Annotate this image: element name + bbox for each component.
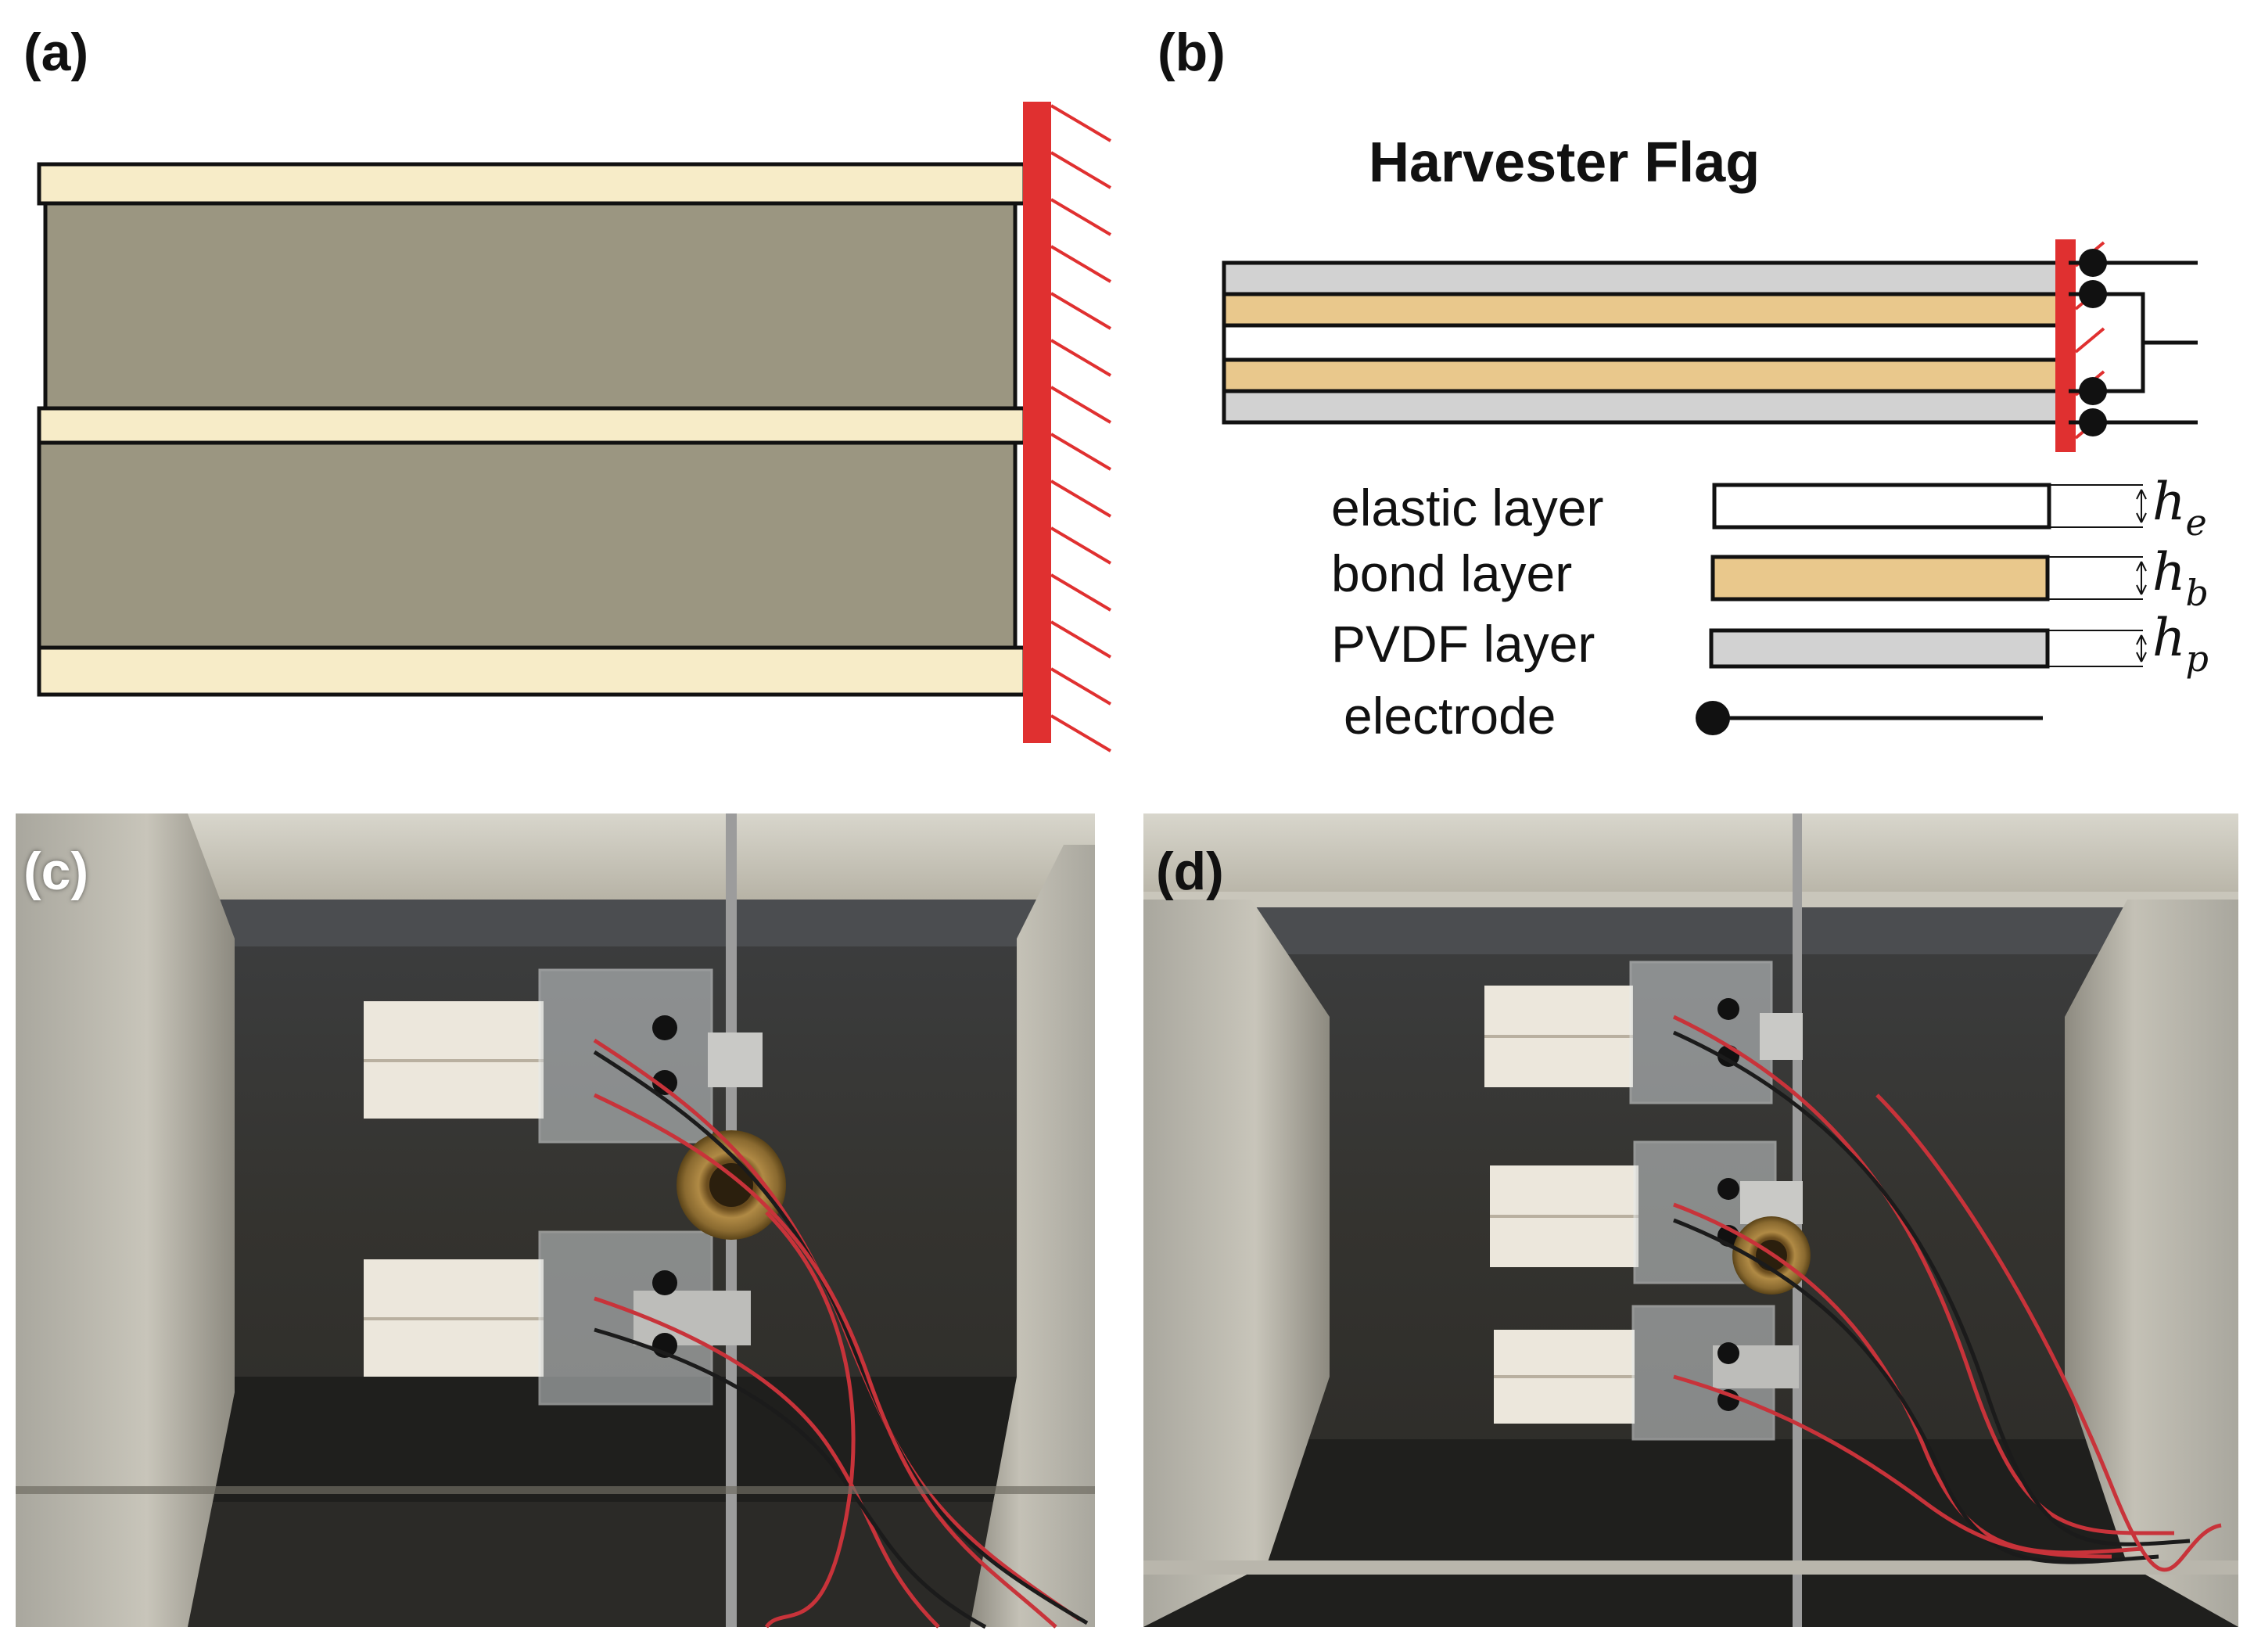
legend-symbol-bond: hb [2152, 542, 2209, 614]
elastic-layer [1222, 323, 2071, 362]
olive-layer-top [43, 201, 1018, 411]
bond-layer-top [1222, 292, 2071, 328]
panel-d-label: (d) [1156, 842, 1224, 901]
panel-b-label: (b) [1158, 23, 1226, 82]
electrode-dots [2079, 249, 2107, 436]
legend-label-electrode: electrode [1344, 687, 1556, 745]
tank-wall-left-d [1143, 900, 1330, 1627]
flag-clamp [2055, 239, 2076, 452]
cream-layer-top [37, 162, 1027, 206]
panel-c-photo [16, 813, 1095, 1629]
legend-label-bond: bond layer [1331, 544, 1572, 602]
panel-c-label: (c) [23, 842, 89, 901]
wires-d [1672, 1015, 2222, 1572]
pvdf-layer-bottom [1222, 389, 2071, 425]
electrode-dot-4 [2079, 408, 2107, 436]
cream-layer-bottom [37, 645, 1027, 697]
legend-dim-pvdf [2048, 630, 2147, 667]
panel-d-photo [1143, 813, 2238, 1627]
cream-layer-middle [37, 406, 1027, 445]
legend-symbol-elastic: he [2152, 472, 2207, 544]
legend-swatch-elastic [1712, 483, 2051, 530]
wires-c [593, 1038, 1089, 1629]
clamp-wall [1023, 102, 1051, 743]
clamp-hatching [1050, 104, 1112, 752]
panel-b-diagram: Harvester Flag [1222, 131, 2209, 745]
legend-swatch-bond [1710, 555, 2050, 602]
legend: elastic layer he bond layer hb [1331, 472, 2209, 745]
harvester-flag-title: Harvester Flag [1369, 131, 1760, 194]
legend-swatch-pvdf [1709, 628, 2050, 669]
tank-wall-right [970, 845, 1095, 1627]
legend-label-elastic: elastic layer [1331, 479, 1603, 537]
pvdf-layer-top [1222, 260, 2071, 296]
legend-symbol-pvdf: hp [2152, 608, 2209, 680]
tank-wall-right-d [2065, 900, 2238, 1627]
panel-a-diagram [37, 102, 1112, 752]
tank-rail-d [1143, 1560, 2238, 1575]
olive-layer-bottom [37, 440, 1018, 650]
tank-wall-left [16, 813, 235, 1627]
legend-label-pvdf: PVDF layer [1331, 615, 1595, 673]
legend-dim-elastic [2049, 484, 2147, 528]
bond-layer-bottom [1222, 357, 2071, 393]
electrode-dot-3 [2079, 377, 2107, 405]
panel-a-label: (a) [23, 23, 89, 82]
electrode-dot-2 [2079, 280, 2107, 308]
legend-dim-bond [2048, 556, 2147, 600]
bracket-upper [708, 1032, 763, 1087]
electrode-dot-1 [2079, 249, 2107, 277]
